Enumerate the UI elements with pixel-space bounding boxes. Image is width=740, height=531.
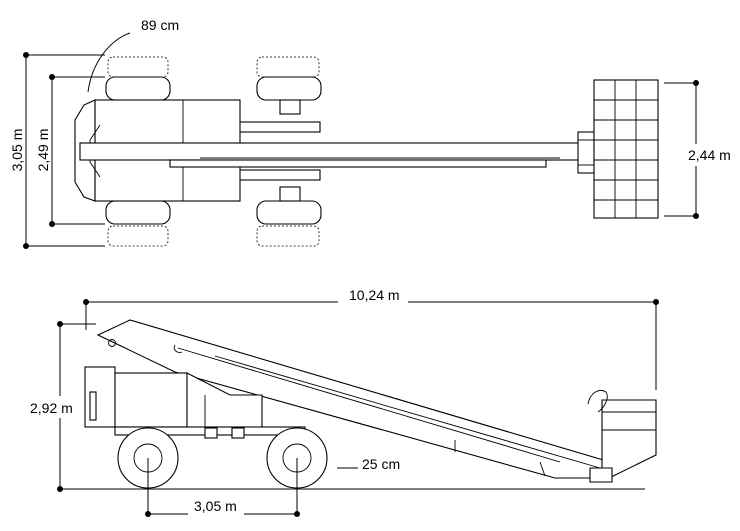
boom-lower-section [169,159,547,168]
front-left-tire-ghost [256,56,320,78]
boom-top [79,142,583,161]
tire-offset-label: 89 cm [141,17,179,33]
front-right-tire [256,200,322,225]
front-right-tire-ghost [256,225,320,247]
basket-platform [593,79,659,219]
rear-left-tire-ghost [107,56,169,78]
side-basket [601,399,657,481]
tire-offset-leader [87,32,131,93]
side-view [26,286,659,517]
overall-width-label: 3,05 m [9,129,25,172]
basket-width-label: 2,44 m [688,147,731,163]
front-left-hub [279,99,301,115]
front-axle-lower [237,169,321,181]
wheelbase-label: 3,05 m [194,498,237,514]
rear-left-tire [105,76,171,101]
side-turret [114,372,188,428]
side-chassis [186,372,263,428]
top-view [23,32,738,249]
overall-length-label: 10,24 m [349,287,400,303]
basket-rotator [577,131,595,174]
front-left-tire [256,76,322,101]
front-axle-upper [237,121,321,133]
rear-right-tire [105,200,171,225]
track-width-label: 2,49 m [35,129,51,172]
stowed-height-label: 2,92 m [30,400,73,416]
front-right-hub [279,186,301,202]
ground-clearance-label: 25 cm [362,456,400,472]
rear-right-tire-ghost [107,225,169,247]
